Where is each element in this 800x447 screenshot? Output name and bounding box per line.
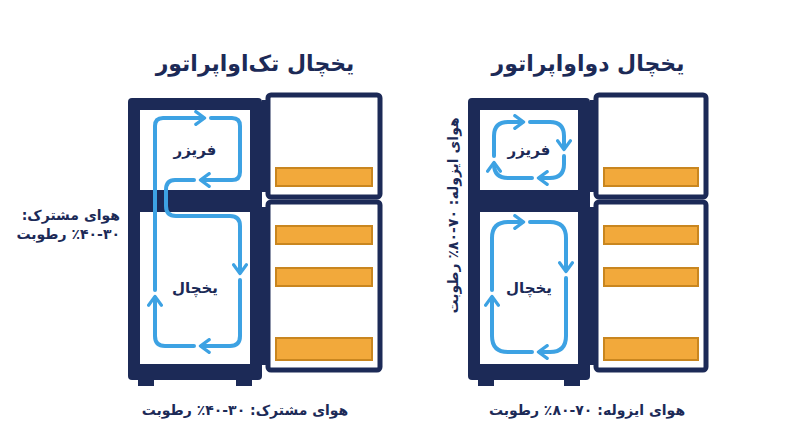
door-shelf: [276, 226, 372, 244]
compartment-label: یخچال: [172, 279, 218, 297]
airflow-arrow: [540, 156, 564, 178]
freezer-door: [268, 95, 380, 197]
compartment-box: یخچال: [480, 212, 578, 364]
dual-evap-fridge: [468, 95, 706, 386]
door-hinge: [262, 207, 270, 365]
door-shelf: [276, 268, 372, 286]
airflow-arrow: [492, 298, 532, 352]
fridge-title: یخچال تک‌اواپراتور: [156, 51, 355, 76]
door-shelf: [604, 268, 698, 286]
compartment-label: یخچال: [506, 279, 552, 297]
airflow-arrow: [494, 164, 532, 178]
cabinet-foot: [564, 380, 580, 386]
cabinet-body: [468, 98, 590, 380]
compartment-label: فریزر: [508, 141, 551, 159]
fridge-door: [596, 202, 706, 370]
door-shelf: [276, 338, 372, 360]
airflow-arrow: [530, 222, 566, 270]
fridge-unit: یخچال تک‌اواپراتورفریزریخچال: [128, 98, 382, 383]
fridge-unit: یخچال دواواپراتورفریزریخچال: [468, 98, 708, 383]
cabinet-foot: [236, 380, 252, 386]
compartment-box: یخچال: [140, 212, 250, 364]
door-shelf: [604, 168, 698, 186]
bottom-humidity-note: هوای ایزوله: ۷۰-۸۰٪ رطوبت: [489, 401, 685, 420]
door-hinge: [262, 100, 270, 192]
compartment-label: فریزر: [174, 141, 217, 159]
freezer-inner: [480, 110, 578, 190]
compartment-box: فریزر: [140, 110, 250, 190]
single-evap-fridge: [128, 95, 380, 386]
door-hinge: [590, 207, 598, 365]
side-humidity-note: هوای ایزوله: ۷۰-۸۰٪ رطوبت: [444, 117, 463, 313]
door-shelf: [604, 338, 698, 360]
door-hinge: [590, 100, 598, 192]
cabinet-foot: [138, 380, 154, 386]
airflow-arrow: [166, 180, 240, 272]
cabinet-body: [128, 98, 262, 380]
fridge-inner: [480, 212, 578, 364]
cabinet-foot: [478, 380, 494, 386]
bottom-humidity-note: هوای مشترک: ۳۰-۴۰٪ رطوبت: [142, 401, 349, 420]
side-humidity-note: هوای مشترک: ۳۰-۴۰٪ رطوبت: [8, 206, 120, 244]
freezer-door: [596, 95, 706, 197]
door-shelf: [276, 168, 372, 186]
door-shelf: [604, 226, 698, 244]
fridge-title: یخچال دواواپراتور: [492, 51, 685, 76]
compartment-box: فریزر: [480, 110, 578, 190]
fridge-door: [268, 202, 380, 370]
airflow-arrow: [155, 298, 194, 346]
